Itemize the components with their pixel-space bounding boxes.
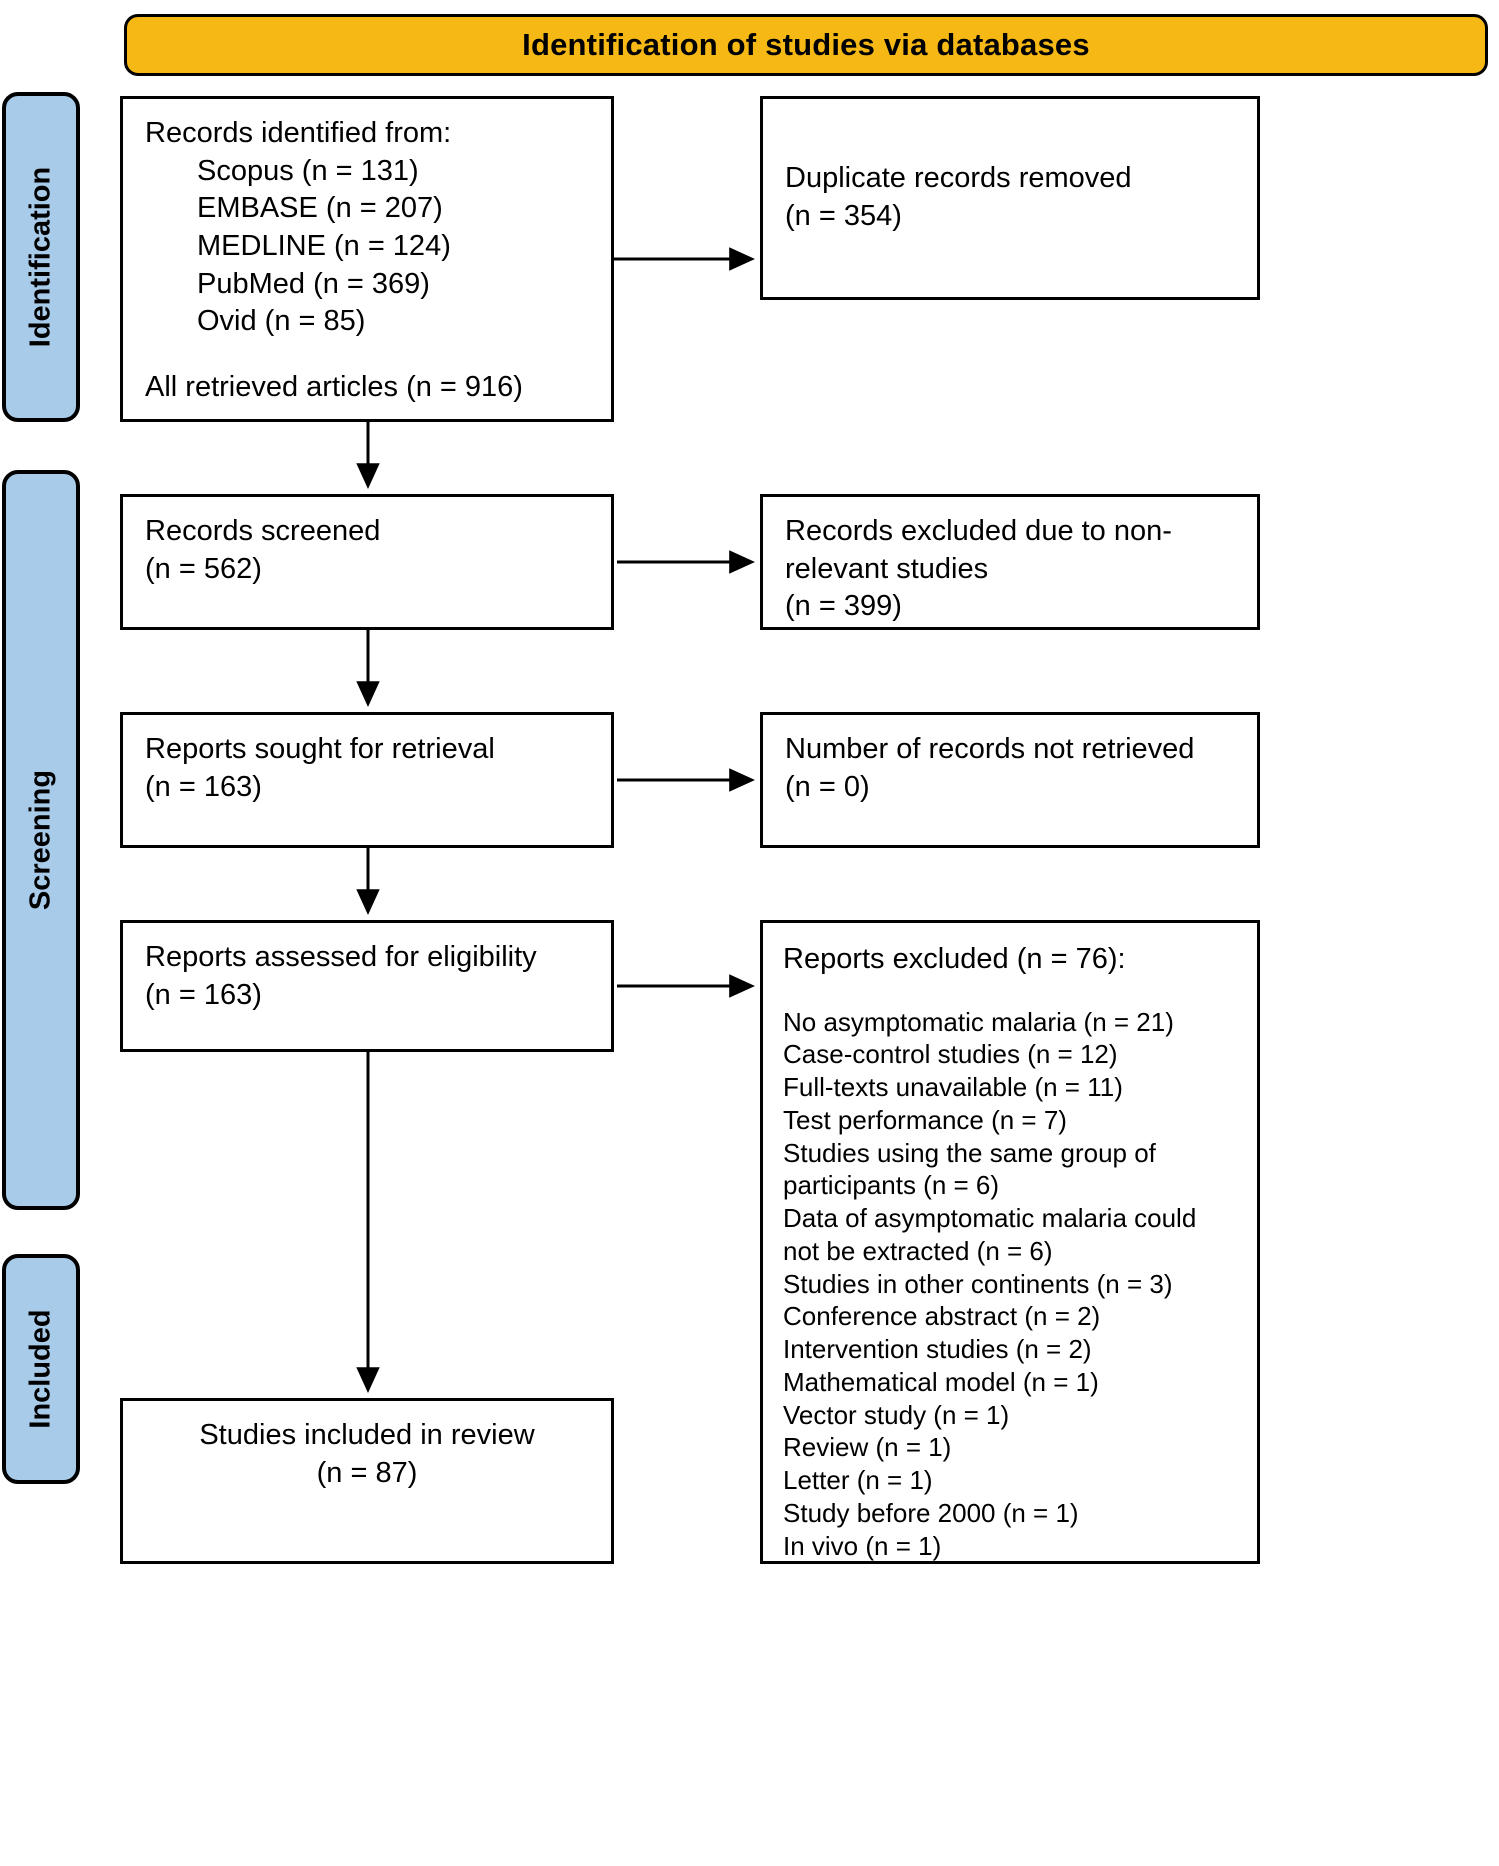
stage-rail-screening: Screening [2,470,80,1210]
stage-rail-included: Included [2,1254,80,1484]
records-screened-count: (n = 562) [145,552,262,585]
box-records-excluded-nonrelevant: Records excluded due to non- relevant st… [760,494,1260,630]
not-retrieved-label: Number of records not retrieved [785,733,1195,765]
reports-sought-label: Reports sought for retrieval [145,733,495,765]
exclusion-reason: Intervention studies (n = 2) [783,1334,1092,1365]
stage-label-included: Included [24,1309,57,1429]
reports-excluded-heading: Reports excluded (n = 76): [783,943,1126,975]
exclusion-reason: Full-texts unavailable (n = 11) [783,1072,1123,1103]
exclusion-reason: participants (n = 6) [783,1170,1000,1201]
stage-label-identification: Identification [24,166,57,348]
excluded-nonrelevant-line1: Records excluded due to non- [785,515,1172,547]
exclusion-reason: Conference abstract (n = 2) [783,1301,1101,1332]
reports-assessed-label: Reports assessed for eligibility [145,941,537,973]
box-duplicate-records-removed: Duplicate records removed (n = 354) [760,96,1260,300]
exclusion-reason: Test performance (n = 7) [783,1104,1067,1135]
studies-included-count: (n = 87) [316,1456,418,1489]
records-screened-label: Records screened [145,515,381,547]
exclusion-reason: Case-control studies (n = 12) [783,1039,1118,1070]
duplicates-label: Duplicate records removed [785,162,1132,195]
exclusion-reason: Study before 2000 (n = 1) [783,1497,1079,1528]
reports-excluded-spacer [783,978,1237,1006]
box-reports-excluded: Reports excluded (n = 76): No asymptomat… [760,920,1260,1564]
exclusion-reason: In vivo (n = 1) [783,1530,942,1561]
box-records-not-retrieved: Number of records not retrieved (n = 0) [760,712,1260,848]
reports-assessed-count: (n = 163) [145,978,262,1011]
exclusion-reason: Vector study (n = 1) [783,1399,1010,1430]
exclusion-reason: Studies in other continents (n = 3) [783,1268,1173,1299]
stage-label-screening: Screening [24,769,57,911]
reports-sought-count: (n = 163) [145,770,262,803]
source-scopus: Scopus (n = 131) [197,154,419,187]
exclusion-reason: Studies using the same group of [783,1137,1156,1168]
all-retrieved-articles: All retrieved articles (n = 916) [145,371,523,404]
excluded-nonrelevant-line2: relevant studies [785,552,989,585]
diagram-header-banner: Identification of studies via databases [124,14,1488,76]
box-records-screened: Records screened (n = 562) [120,494,614,630]
exclusion-reason: not be extracted (n = 6) [783,1235,1053,1266]
exclusion-reason: No asymptomatic malaria (n = 21) [783,1006,1174,1037]
duplicates-count: (n = 354) [785,200,902,232]
box-reports-sought: Reports sought for retrieval (n = 163) [120,712,614,848]
source-pubmed: PubMed (n = 369) [197,267,430,300]
box-records-identified: Records identified from: Scopus (n = 131… [120,96,614,422]
exclusion-reason: Letter (n = 1) [783,1465,933,1496]
exclusion-reason: Review (n = 1) [783,1432,952,1463]
exclusion-reason: Mathematical model (n = 1) [783,1366,1099,1397]
exclusion-reason: Data of asymptomatic malaria could [783,1203,1197,1234]
box-reports-assessed: Reports assessed for eligibility (n = 16… [120,920,614,1052]
excluded-nonrelevant-count: (n = 399) [785,590,902,623]
source-ovid: Ovid (n = 85) [197,305,366,338]
not-retrieved-count: (n = 0) [785,770,870,803]
identified-spacer [145,341,589,369]
records-identified-heading: Records identified from: [145,117,452,149]
box-studies-included: Studies included in review (n = 87) [120,1398,614,1564]
source-medline: MEDLINE (n = 124) [197,230,451,263]
source-embase: EMBASE (n = 207) [197,192,443,225]
studies-included-label: Studies included in review [199,1419,535,1451]
stage-rail-identification: Identification [2,92,80,422]
page-title: Identification of studies via databases [522,27,1090,62]
